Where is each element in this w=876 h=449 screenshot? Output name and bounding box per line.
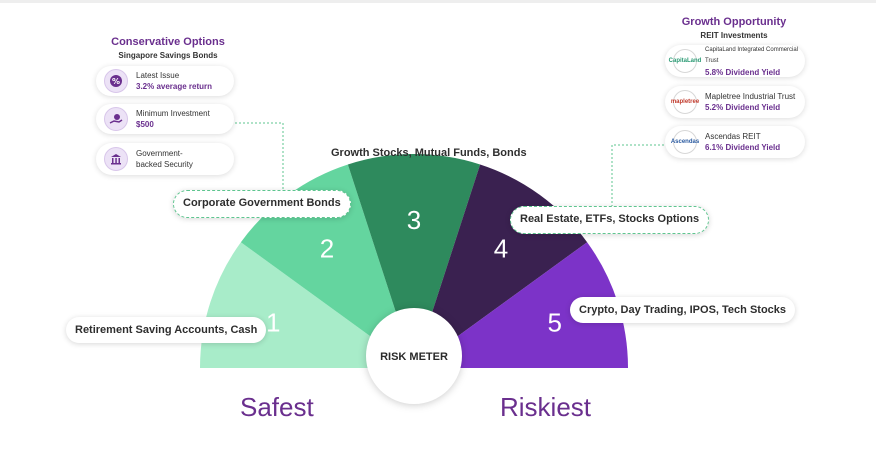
meter-segment-5 — [414, 242, 628, 368]
meter-segment-number-5: 5 — [548, 307, 562, 337]
safest-label: Safest — [240, 392, 314, 422]
conservative-group-header: Conservative Options Singapore Savings B… — [88, 36, 248, 60]
segment-3-label: Growth Stocks, Mutual Funds, Bonds — [331, 147, 527, 159]
meter-segment-3 — [347, 154, 481, 368]
meter-segment-number-2: 2 — [320, 233, 334, 263]
card-name: Ascendas REIT — [705, 132, 761, 141]
growth-card-mapletree: mapletree Mapletree Industrial Trust 5.2… — [665, 86, 805, 118]
growth-title: Growth Opportunity — [681, 16, 787, 28]
conservative-connector — [235, 122, 284, 190]
card-name: CapitaLand Integrated Commercial Trust — [705, 46, 799, 64]
card-name: Mapletree Industrial Trust — [705, 92, 796, 101]
growth-connector — [611, 144, 668, 207]
top-divider — [0, 0, 876, 3]
percent-icon: % — [104, 69, 128, 93]
card-detail: 5.8% Dividend Yield — [705, 67, 781, 77]
conservative-card-government-backed: Government-backed Security — [96, 143, 234, 175]
meter-segment-number-1: 1 — [266, 307, 280, 337]
meter-center-circle — [366, 308, 462, 404]
hand-coin-icon — [104, 107, 128, 131]
meter-center-label: RISK METER — [380, 351, 448, 363]
meter-segment-number-4: 4 — [494, 233, 508, 263]
svg-text:%: % — [112, 77, 120, 86]
card-detail: 6.1% Dividend Yield — [705, 143, 781, 152]
segment-4-label: Real Estate, ETFs, Stocks Options — [510, 206, 710, 234]
conservative-subtitle: Singapore Savings Bonds — [118, 51, 218, 60]
segment-5-label: Crypto, Day Trading, IPOS, Tech Stocks — [570, 297, 796, 323]
connector-lines — [235, 122, 668, 207]
card-name: Government-backed Security — [136, 149, 193, 169]
mapletree-logo: mapletree — [671, 90, 699, 114]
riskiest-label: Riskiest — [500, 392, 592, 422]
segment-1-label: Retirement Saving Accounts, Cash — [66, 317, 267, 343]
conservative-card-minimum-investment: Minimum Investment $500 — [96, 104, 234, 134]
growth-card-capitaland: CapitaLand CapitaLand Integrated Commerc… — [665, 45, 805, 77]
conservative-card-latest-issue: % Latest Issue 3.2% average return — [96, 66, 234, 96]
growth-subtitle: REIT Investments — [700, 31, 768, 40]
growth-group-header: Growth Opportunity REIT Investments — [654, 16, 814, 40]
card-detail: 5.2% Dividend Yield — [705, 103, 781, 112]
meter-segment-number-3: 3 — [407, 205, 421, 235]
government-building-icon — [104, 147, 128, 171]
growth-card-ascendas: Ascendas Ascendas REIT 6.1% Dividend Yie… — [665, 126, 805, 158]
card-detail: $500 — [136, 120, 154, 129]
card-name: Latest Issue — [136, 71, 180, 80]
segment-2-label: Corporate Government Bonds — [173, 190, 351, 218]
ascendas-logo: Ascendas — [671, 130, 699, 154]
card-name: Minimum Investment — [136, 109, 210, 118]
capitaland-logo: CapitaLand — [669, 49, 701, 73]
card-detail: 3.2% average return — [136, 82, 213, 91]
conservative-title: Conservative Options — [111, 36, 225, 48]
